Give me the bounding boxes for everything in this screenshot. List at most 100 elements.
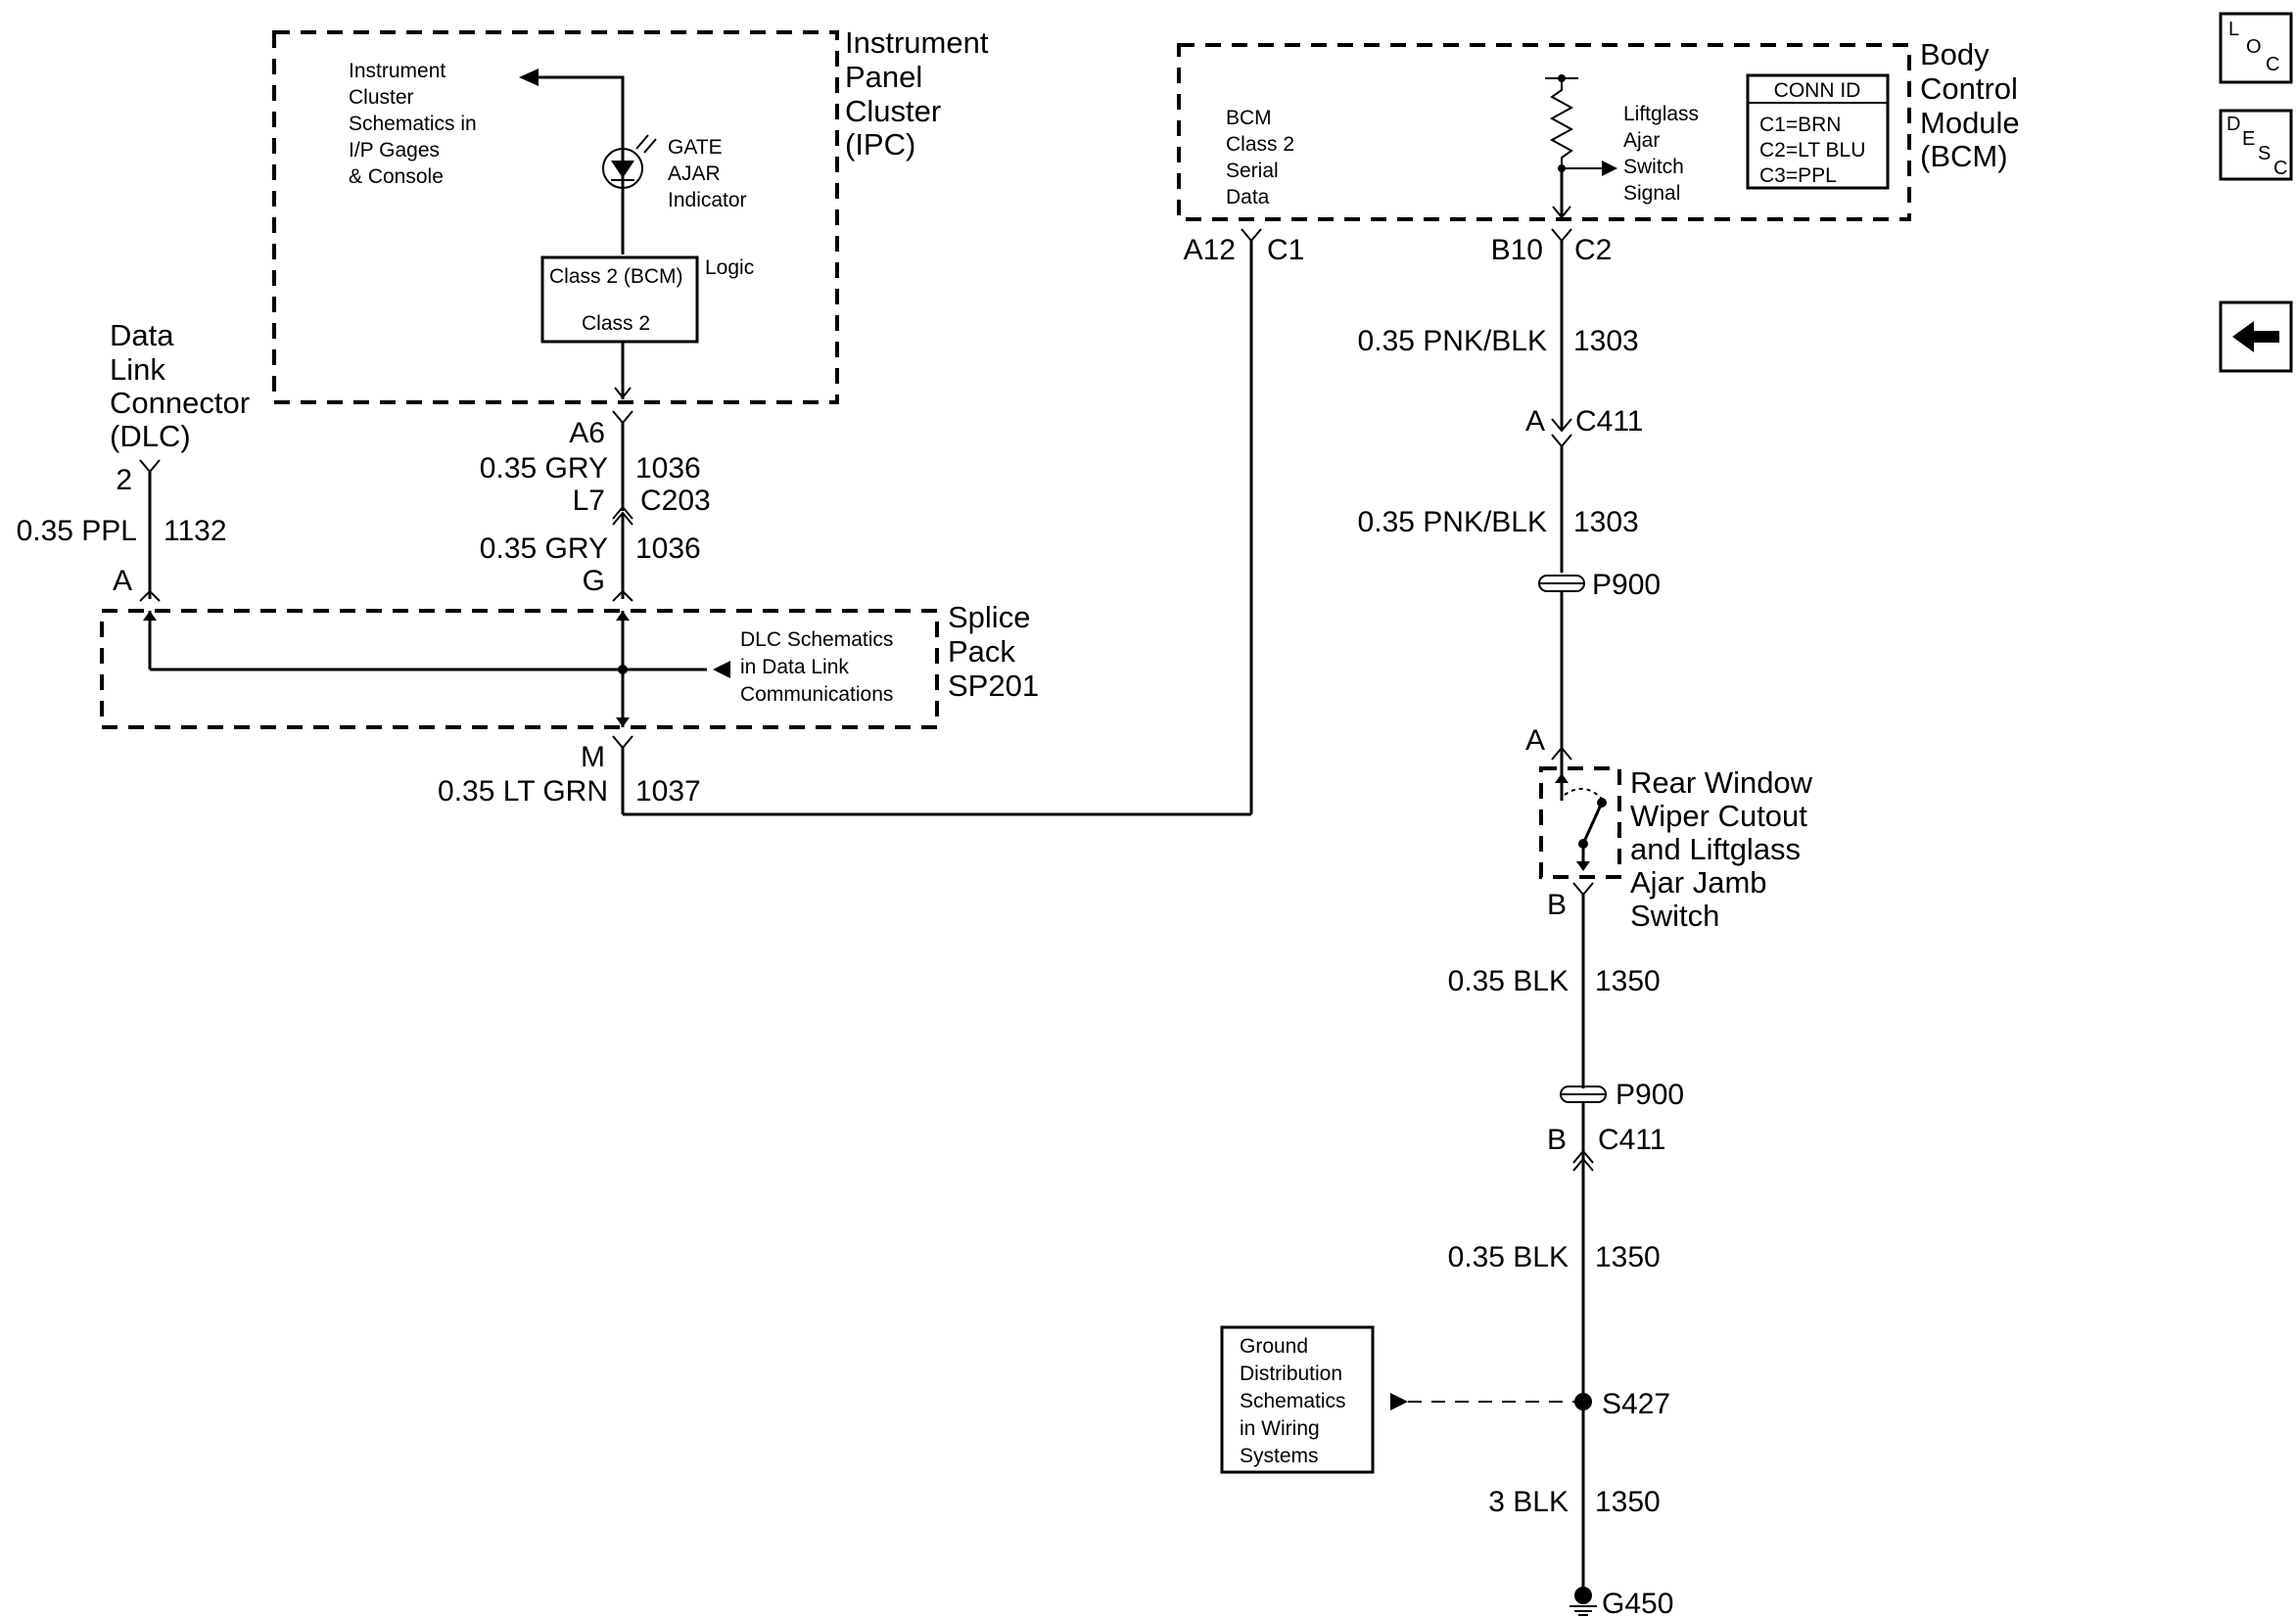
splice-name-line: Pack — [948, 634, 1015, 669]
circuit-number-label: 1303 — [1573, 506, 1639, 538]
arrow-right-icon — [1390, 1393, 1408, 1410]
bcm-name-line: Control — [1920, 71, 2018, 106]
ref-note-line: Communications — [740, 683, 893, 706]
connector-pin-label: A12 — [1184, 234, 1236, 266]
circuit-number-label: 1036 — [635, 452, 701, 485]
ref-note-line: & Console — [349, 165, 444, 188]
splice-pack-sp201: DLC Schematics in Data Link Communicatio… — [100, 600, 1039, 729]
connector-pin-label: B10 — [1491, 234, 1543, 266]
splice-label: S427 — [1602, 1388, 1670, 1420]
arrow-left-icon — [2232, 321, 2279, 352]
ipc-reference-note[interactable]: Instrument Cluster Schematics in I/P Gag… — [349, 60, 477, 188]
arrow-left-icon — [519, 69, 539, 86]
conn-id-table: CONN ID C1=BRN C2=LT BLU C3=PPL — [1746, 73, 1890, 190]
location-button[interactable]: L O C — [2219, 12, 2293, 84]
dlc-reference-note[interactable]: DLC Schematics in Data Link Communicatio… — [740, 628, 893, 706]
dlc-name-line: (DLC) — [110, 419, 191, 453]
logic-label: Logic — [705, 256, 754, 279]
splice-name-line: SP201 — [948, 669, 1039, 703]
ref-note-line: Cluster — [349, 86, 414, 109]
ref-note-line: DLC Schematics — [740, 628, 893, 651]
switch-signal-label: Ajar — [1623, 129, 1660, 152]
connector-name-label: P900 — [1592, 569, 1661, 601]
indicator-label: Indicator — [668, 189, 747, 211]
connector-pin-label: B — [1547, 889, 1567, 921]
wire-color-label: 3 BLK — [1488, 1486, 1569, 1518]
ref-note-line: Distribution — [1240, 1363, 1342, 1385]
connector-name-label: C2 — [1574, 234, 1612, 266]
ref-note-line: I/P Gages — [349, 139, 440, 162]
wire-color-label: 0.35 PNK/BLK — [1358, 325, 1547, 357]
led-indicator-icon — [602, 134, 657, 189]
switch-name-line: Wiper Cutout — [1630, 799, 1807, 833]
indicator-label: GATE — [668, 136, 723, 159]
switch-name-line: Switch — [1630, 899, 1719, 933]
ground-reference-note[interactable]: Ground Distribution Schematics in Wiring… — [1220, 1325, 1375, 1474]
connector-pin-label: A6 — [569, 417, 605, 449]
pass-through-grommet-icon — [1538, 575, 1585, 592]
arrow-left-icon — [713, 661, 730, 678]
connector-pin-label: G — [583, 565, 605, 597]
ref-note-line: in Wiring — [1240, 1417, 1320, 1440]
connector-pin-label: M — [581, 741, 605, 773]
instrument-panel-cluster: Instrument Panel Cluster (IPC) Instrumen… — [272, 25, 989, 404]
serial-data-label: Data — [1226, 186, 1270, 208]
description-button[interactable]: D E S C — [2219, 109, 2293, 181]
connector-name-label: P900 — [1616, 1079, 1684, 1111]
desc-letter: E — [2242, 128, 2255, 150]
wire-color-label: 0.35 LT GRN — [438, 775, 608, 808]
wire-color-label: 0.35 BLK — [1448, 1241, 1569, 1273]
ref-note-line: in Data Link — [740, 656, 849, 678]
circuit-number-label: 1303 — [1573, 325, 1639, 357]
ref-note-line: Schematics — [1240, 1390, 1346, 1412]
conn-id-row: C2=LT BLU — [1759, 139, 1865, 162]
desc-letter: S — [2258, 143, 2271, 164]
switch-name-line: Rear Window — [1630, 765, 1813, 800]
resistor-icon — [1549, 78, 1574, 168]
connector-pin-label: A — [1525, 724, 1545, 757]
connector-name-label: C203 — [640, 485, 711, 517]
loc-letter: L — [2228, 19, 2239, 40]
connector-pin-label: L7 — [573, 485, 605, 517]
bcm-name-line: Module — [1920, 106, 2020, 140]
ground-icon — [1570, 1587, 1597, 1616]
ground-point-label: G450 — [1602, 1588, 1673, 1617]
ref-note-line: Instrument — [349, 60, 445, 82]
switch-signal-label: Signal — [1623, 182, 1680, 205]
logic-box — [540, 255, 699, 344]
wire-color-label: 0.35 PPL — [17, 515, 137, 547]
back-button[interactable] — [2219, 300, 2293, 373]
splice-name-line: Splice — [948, 600, 1030, 634]
circuit-1036: A6 0.35 GRY 1036 L7 C203 0.35 GRY 1036 G — [480, 410, 711, 602]
bcm-name-line: Body — [1920, 37, 1990, 71]
circuit-number-label: 1350 — [1595, 1486, 1661, 1518]
circuit-1303: 0.35 PNK/BLK 1303 A C411 0.35 PNK/BLK 13… — [1358, 228, 1661, 761]
connector-name-label: C411 — [1575, 405, 1644, 438]
wire-color-label: 0.35 BLK — [1448, 965, 1569, 997]
switch-contact-icon — [1564, 788, 1607, 849]
conn-id-title: CONN ID — [1774, 79, 1861, 102]
pass-through-grommet-icon — [1560, 1086, 1607, 1103]
ref-note-line: Systems — [1240, 1445, 1319, 1467]
switch-name-line: and Liftglass — [1630, 832, 1801, 866]
logic-box-line: Class 2 — [582, 312, 650, 335]
circuit-number-label: 1132 — [164, 515, 227, 547]
rear-window-wiper-cutout-switch: Rear Window Wiper Cutout and Liftglass A… — [1539, 760, 1813, 933]
serial-data-label: Class 2 — [1226, 133, 1294, 156]
wire-color-label: 0.35 GRY — [480, 532, 608, 565]
switch-name-line: Ajar Jamb — [1630, 865, 1767, 900]
wire-color-label: 0.35 PNK/BLK — [1358, 506, 1547, 538]
ipc-name-line: Instrument — [845, 25, 989, 60]
serial-data-label: Serial — [1226, 160, 1279, 182]
loc-letter: C — [2266, 54, 2279, 75]
ipc-name-line: (IPC) — [845, 127, 915, 162]
desc-letter: C — [2273, 158, 2287, 179]
indicator-label: AJAR — [668, 162, 721, 185]
connector-pin-label: A — [1525, 405, 1545, 438]
ipc-name-line: Panel — [845, 60, 922, 94]
desc-letter: D — [2226, 114, 2240, 135]
ipc-name-line: Cluster — [845, 94, 941, 128]
connector-pin-label: B — [1547, 1124, 1567, 1156]
dlc-name-line: Connector — [110, 386, 250, 420]
